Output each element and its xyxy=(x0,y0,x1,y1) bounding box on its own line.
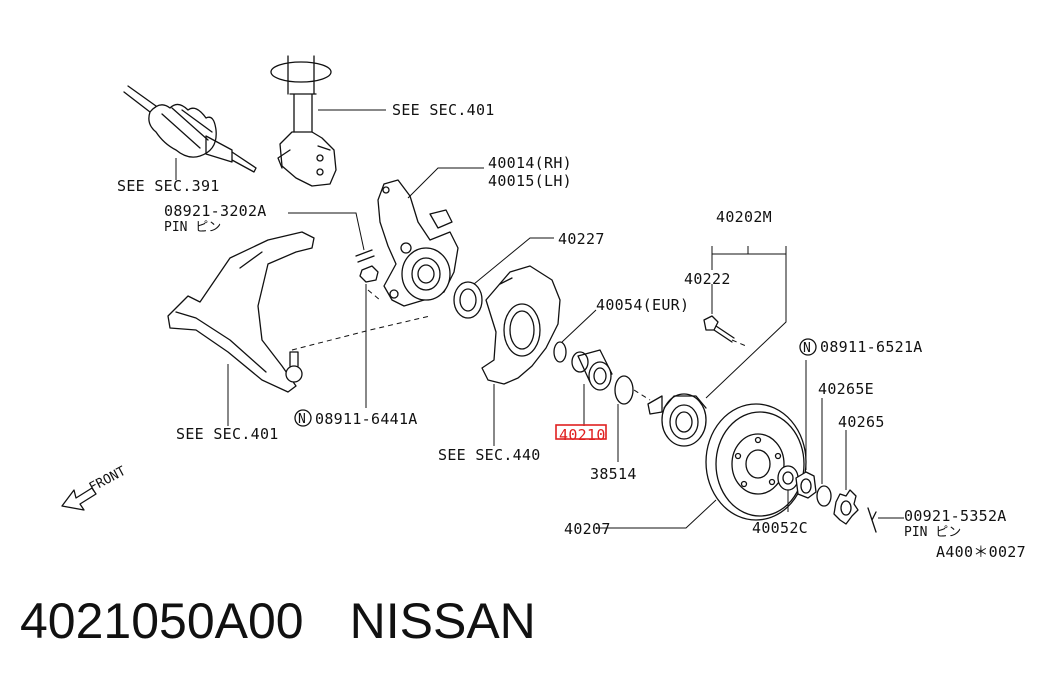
leader-08921-3202a xyxy=(288,212,365,251)
leader-40207 xyxy=(596,499,717,529)
label-08911-6521a: 08911-6521A xyxy=(820,338,923,356)
figure-code: A400＊0027 xyxy=(936,543,1026,561)
snap-ring-40054-drawing xyxy=(553,341,567,363)
assembly-line-bolt xyxy=(731,339,747,347)
bolt-40222-drawing xyxy=(703,315,735,343)
label-40227: 40227 xyxy=(558,230,605,248)
label-see-sec-401-top: SEE SEC.401 xyxy=(392,101,495,119)
label-40222: 40222 xyxy=(684,270,731,288)
n-symbol-circle-left xyxy=(294,409,312,427)
knuckle-drawing xyxy=(377,179,459,307)
label-40014-rh: 40014(RH) xyxy=(488,154,572,172)
strut-drawing xyxy=(270,55,337,187)
cap-40265e-drawing xyxy=(816,485,832,507)
assembly-line-hub xyxy=(633,389,651,401)
label-front: FRONT xyxy=(87,464,129,496)
label-40054-eur: 40054(EUR) xyxy=(596,296,689,314)
disc-rotor-40207-drawing xyxy=(705,403,807,521)
label-38514: 38514 xyxy=(590,465,637,483)
cotter-pin-left-drawing xyxy=(355,249,375,263)
nut-08911-6521a-drawing xyxy=(795,471,817,499)
assembly-line-arm xyxy=(291,315,431,351)
n-symbol-circle-right xyxy=(799,338,817,356)
label-40015-lh: 40015(LH) xyxy=(488,172,572,190)
cotter-pin-right-drawing xyxy=(867,507,877,533)
baffle-plate-drawing xyxy=(481,265,561,385)
hub-40202m-drawing xyxy=(647,393,707,447)
bracket-40202m xyxy=(711,246,787,255)
label-see-sec-401-left: SEE SEC.401 xyxy=(176,425,279,443)
front-arrow-icon xyxy=(61,487,97,511)
leader-40014 xyxy=(407,167,484,199)
bearing-40210-drawing xyxy=(571,349,613,391)
snap-ring-38514-drawing xyxy=(614,375,634,405)
seal-40227-drawing xyxy=(453,281,483,319)
highlight-40210 xyxy=(555,424,607,440)
label-pin-left: PIN ピン xyxy=(164,220,221,235)
label-00921-5352a: 00921-5352A xyxy=(904,507,1007,525)
label-08921-3202a: 08921-3202A xyxy=(164,202,267,220)
castle-nut-left-drawing xyxy=(359,265,379,283)
label-40207: 40207 xyxy=(564,520,611,538)
label-40265: 40265 xyxy=(838,413,885,431)
assembly-line-pin xyxy=(367,289,381,301)
label-08911-6441a: 08911-6441A xyxy=(315,410,418,428)
n-symbol-left: N xyxy=(298,412,306,427)
part-caption: 4021050A00 NISSAN xyxy=(20,596,536,646)
leader-40054 xyxy=(561,309,597,343)
label-pin-right: PIN ピン xyxy=(904,525,961,540)
n-symbol-right: N xyxy=(803,341,811,356)
label-40202m: 40202M xyxy=(716,208,772,226)
drive-shaft-drawing xyxy=(123,85,257,173)
washer-40052c-drawing xyxy=(777,465,799,491)
label-see-sec-391: SEE SEC.391 xyxy=(117,177,220,195)
caption-brand: NISSAN xyxy=(349,593,536,649)
label-40265e: 40265E xyxy=(818,380,874,398)
label-40052c: 40052C xyxy=(752,519,808,537)
adjusting-cap-40265-drawing xyxy=(833,489,859,525)
lower-arm-drawing xyxy=(167,231,315,393)
leader-40202m-right xyxy=(705,254,787,399)
label-40210: 40210 xyxy=(559,426,606,444)
leader-40227 xyxy=(473,237,554,285)
label-see-sec-440: SEE SEC.440 xyxy=(438,446,541,464)
caption-part-number: 4021050A00 xyxy=(20,593,304,649)
